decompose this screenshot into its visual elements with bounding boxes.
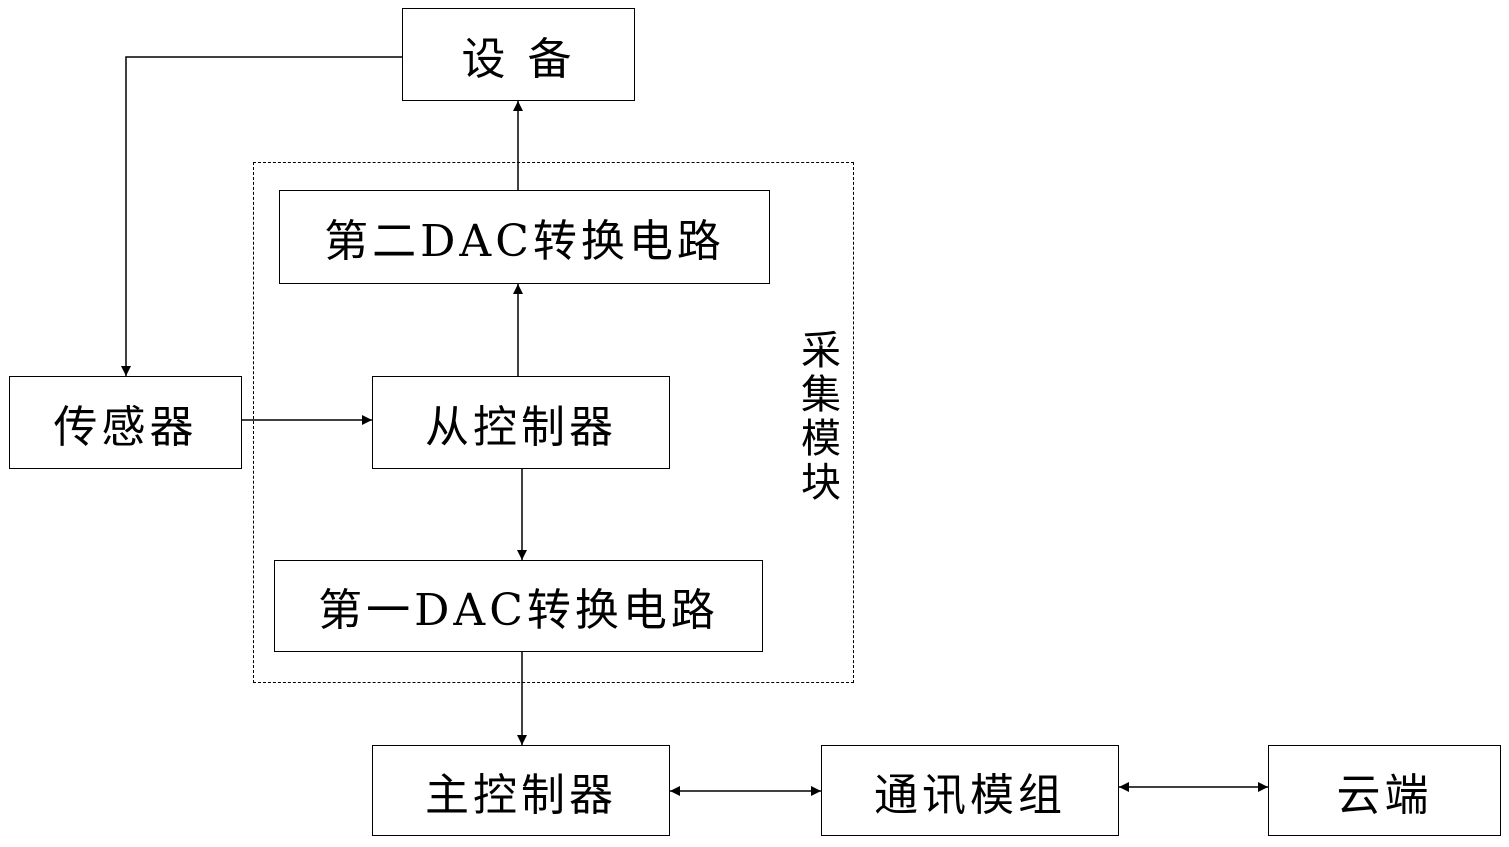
- acquisition-module-label: 采集模块: [788, 292, 846, 542]
- device-node: 设 备: [402, 8, 635, 101]
- slave-controller-node: 从控制器: [372, 376, 670, 469]
- cloud-node: 云端: [1268, 745, 1501, 836]
- dac2-node: 第二DAC转换电路: [279, 190, 770, 284]
- comm-module-node: 通讯模组: [821, 745, 1119, 836]
- sensor-node: 传感器: [9, 376, 242, 469]
- dac1-node: 第一DAC转换电路: [274, 560, 763, 652]
- master-controller-node: 主控制器: [372, 745, 670, 836]
